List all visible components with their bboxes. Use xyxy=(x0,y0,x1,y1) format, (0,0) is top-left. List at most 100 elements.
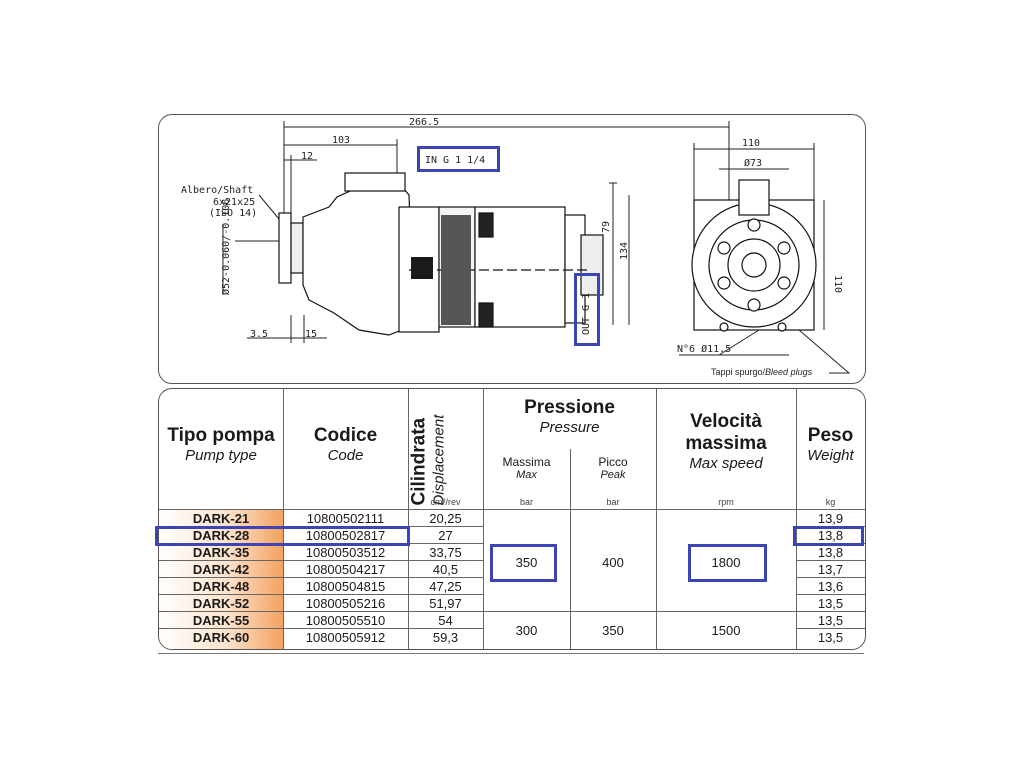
grid-line xyxy=(796,628,865,629)
outlet-label: OUT G 1 xyxy=(581,293,592,335)
pump-drawing: 266.5 103 12 IN G 1 1/4 Albero/Shaft 6x2… xyxy=(181,117,851,377)
overall-length-dim: 266.5 xyxy=(409,117,439,128)
header-displacement: Cilindrata Displacement xyxy=(408,393,483,506)
dark-28-row-highlight xyxy=(155,526,410,546)
shaft-diameter: Ø52-0.060/-0.106 xyxy=(220,199,232,295)
grid-line xyxy=(570,449,571,509)
header-speed-it1: Velocità xyxy=(690,411,762,432)
row-displacement: 27 xyxy=(438,528,453,543)
front-dia-dim: Ø73 xyxy=(744,157,762,169)
row-displacement: 51,97 xyxy=(429,596,462,611)
row-weight: 13,8 xyxy=(817,545,844,560)
weight-13-8-highlight xyxy=(793,526,864,546)
header-pump-type: Tipo pompa Pump type xyxy=(159,425,283,464)
header-disp-it: Cilindrata xyxy=(408,417,430,506)
group1-max-pressure: 350 xyxy=(515,555,538,570)
row-displacement: 20,25 xyxy=(429,511,462,526)
header-peak-en: Peak xyxy=(600,469,626,481)
holes-label: N°6 Ø11.5 xyxy=(677,343,731,355)
header-max: Massima Max xyxy=(483,455,570,481)
header-max-it: Massima xyxy=(502,455,551,469)
grid-line xyxy=(408,389,409,649)
header-pressure: Pressione Pressure xyxy=(483,397,656,436)
spec-table: Tipo pompa Pump type Codice Code Cilindr… xyxy=(158,388,866,650)
grid-line xyxy=(483,389,484,649)
row-code: 10800502111 xyxy=(306,511,385,526)
header-code-it: Codice xyxy=(313,425,378,446)
technical-drawing-panel: 266.5 103 12 IN G 1 1/4 Albero/Shaft 6x2… xyxy=(158,114,866,384)
bleed-plugs-label: Tappi spurgo/Bleed plugs xyxy=(711,367,813,377)
shaft-label-3: (ISO 14) xyxy=(209,208,257,219)
row-weight: 13,5 xyxy=(817,630,844,645)
row-code: 10800504217 xyxy=(305,562,386,577)
grid-line xyxy=(159,628,483,629)
row-code: 10800505216 xyxy=(305,596,386,611)
row-code: 10800504815 xyxy=(305,579,386,594)
row-code: 10800502817 xyxy=(305,528,386,543)
row-weight: 13,5 xyxy=(817,613,844,628)
group1-peak-pressure: 400 xyxy=(602,555,624,570)
row-model: DARK-42 xyxy=(192,562,250,577)
dim-103: 103 xyxy=(332,135,350,146)
max-speed-1800-highlight xyxy=(688,544,767,582)
header-max-en: Max xyxy=(516,469,537,481)
max-pressure-350-highlight xyxy=(490,544,557,582)
unit-max: bar xyxy=(519,497,533,507)
inlet-highlight xyxy=(417,146,500,172)
header-press-it: Pressione xyxy=(524,397,615,418)
unit-weight: kg xyxy=(825,497,836,507)
unit-peak: bar xyxy=(606,497,620,507)
row-displacement: 47,25 xyxy=(429,579,462,594)
bleed-label-it: Tappi spurgo/ xyxy=(711,367,766,377)
row-displacement: 33,75 xyxy=(429,545,462,560)
shaft-label-1: Albero/Shaft xyxy=(181,185,253,196)
group2-peak-pressure: 350 xyxy=(602,623,624,638)
header-weight-en: Weight xyxy=(807,447,854,464)
header-speed-it2: massima xyxy=(685,433,767,454)
front-width-dim: 110 xyxy=(742,138,760,149)
header-max-speed: Velocità massima Max speed xyxy=(656,411,796,472)
dim-15: 15 xyxy=(305,329,317,340)
grid-line xyxy=(283,389,284,649)
row-model: DARK-21 xyxy=(192,511,250,526)
header-peak-it: Picco xyxy=(598,455,628,469)
row-model: DARK-28 xyxy=(192,528,250,543)
row-model: DARK-48 xyxy=(192,579,250,594)
dim-79: 79 xyxy=(601,221,612,233)
dim-12: 12 xyxy=(301,151,313,162)
row-weight: 13,5 xyxy=(817,596,844,611)
row-model: DARK-52 xyxy=(192,596,250,611)
header-weight-it: Peso xyxy=(807,425,854,446)
grid-line xyxy=(796,389,797,649)
header-code: Codice Code xyxy=(283,425,408,464)
row-weight: 13,6 xyxy=(817,579,844,594)
unit-displacement: cm³/rev xyxy=(430,497,461,507)
outlet-highlight xyxy=(574,273,600,346)
row-model: DARK-55 xyxy=(192,613,250,628)
grid-line xyxy=(570,509,571,649)
row-displacement: 54 xyxy=(438,613,453,628)
grid-line xyxy=(796,560,865,561)
row-weight: 13,7 xyxy=(817,562,844,577)
model-column-fill xyxy=(159,509,283,649)
row-displacement: 40,5 xyxy=(432,562,459,577)
header-disp-en: Displacement xyxy=(430,414,448,506)
row-weight: 13,8 xyxy=(817,528,844,543)
row-model: DARK-35 xyxy=(192,545,250,560)
bottom-rule xyxy=(158,653,864,654)
header-type-it: Tipo pompa xyxy=(167,425,275,446)
header-weight: Peso Weight xyxy=(796,425,865,464)
row-code: 10800505510 xyxy=(305,613,386,628)
bleed-label-en: Bleed plugs xyxy=(765,367,813,377)
group1-max-speed: 1800 xyxy=(711,555,741,570)
row-displacement: 59,3 xyxy=(432,630,459,645)
row-model: DARK-60 xyxy=(192,630,250,645)
dim-3-5: 3.5 xyxy=(250,329,268,340)
header-type-en: Pump type xyxy=(185,447,257,464)
header-code-en: Code xyxy=(327,447,364,464)
front-height-dim: 110 xyxy=(832,275,843,293)
grid-line xyxy=(159,509,865,510)
grid-line xyxy=(159,611,865,612)
grid-line xyxy=(159,560,483,561)
row-code: 10800503512 xyxy=(305,545,386,560)
